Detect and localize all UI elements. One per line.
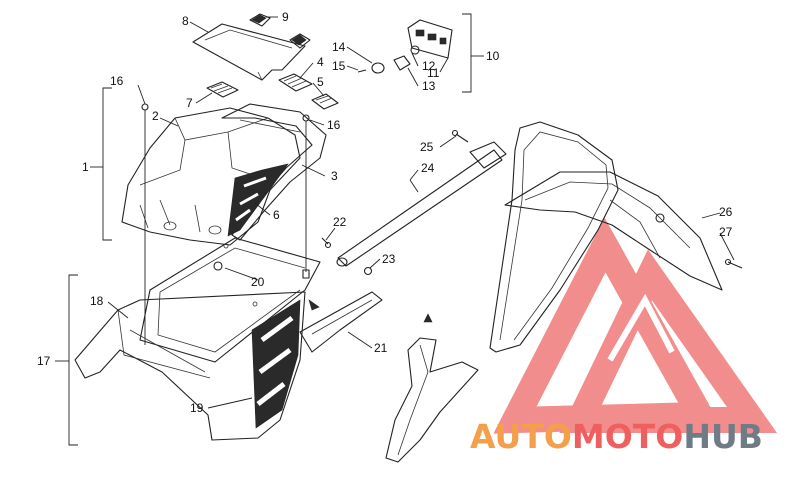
callout-10: 10 — [486, 49, 500, 63]
rear-bumper-loop — [489, 121, 619, 353]
part-11-taillight — [407, 19, 453, 59]
watermark-moto: MOTO — [572, 417, 683, 456]
part-20-tub — [139, 237, 321, 363]
part-4-pad — [278, 73, 313, 92]
callout-3: 3 — [331, 169, 338, 183]
part-7-pad — [206, 81, 239, 98]
watermark-hub: HUB — [683, 417, 763, 456]
watermark-auto: AUTO — [470, 417, 572, 456]
part-18-side-panel — [74, 291, 306, 441]
part-13-bulb — [393, 55, 411, 71]
bracket-17 — [68, 274, 78, 446]
part-21-hitch — [385, 313, 479, 463]
part-27-bolt — [724, 258, 743, 269]
part-8-plate — [192, 23, 306, 81]
callout-5: 5 — [317, 75, 324, 89]
callout-7: 7 — [186, 96, 193, 110]
callout-17: 17 — [37, 354, 51, 368]
part-26-fender — [504, 171, 723, 291]
part-24-bar — [336, 141, 507, 267]
callout-20: 20 — [251, 275, 265, 289]
watermark-logo — [493, 217, 778, 434]
callout-18: 18 — [90, 294, 104, 308]
callout-8: 8 — [182, 14, 189, 28]
callout-14: 14 — [332, 40, 346, 54]
bracket-1 — [102, 87, 112, 241]
watermark-word: AUTOMOTOHUB — [470, 417, 763, 456]
callout-25: 25 — [420, 140, 434, 154]
part-23-nut — [363, 266, 373, 276]
part-16-bolt-right — [302, 114, 310, 279]
part-19-decal — [251, 299, 301, 429]
callout-16-right: 16 — [327, 118, 341, 132]
part-12-socket — [410, 45, 420, 55]
callout-23: 23 — [382, 252, 396, 266]
callout-4: 4 — [317, 55, 324, 69]
callout-13: 13 — [422, 79, 436, 93]
callout-15: 15 — [332, 59, 346, 73]
leader-lines — [55, 16, 735, 409]
part-9-clips — [249, 13, 311, 49]
callout-11: 11 — [427, 66, 440, 80]
callout-12: 12 — [422, 59, 436, 73]
part-15-grommet — [371, 62, 385, 74]
callout-27: 27 — [719, 225, 733, 239]
callout-6: 6 — [273, 208, 280, 222]
callout-21: 21 — [374, 341, 388, 355]
part-5-pad — [311, 93, 339, 110]
callout-19: 19 — [190, 401, 204, 415]
part-21-wedge — [299, 291, 383, 353]
part-2-cover — [121, 107, 301, 246]
callout-24: 24 — [421, 161, 435, 175]
part-22-bolt — [321, 237, 332, 249]
part-6-decal — [227, 163, 289, 237]
callout-22: 22 — [333, 215, 347, 229]
callout-16-left: 16 — [110, 74, 124, 88]
callout-1: 1 — [82, 160, 89, 174]
callout-9: 9 — [282, 10, 289, 24]
bracket-10 — [462, 13, 472, 93]
callout-2: 2 — [152, 109, 159, 123]
part-14-screw — [357, 69, 367, 73]
callout-26: 26 — [719, 205, 733, 219]
part-25-bolt — [451, 129, 469, 143]
